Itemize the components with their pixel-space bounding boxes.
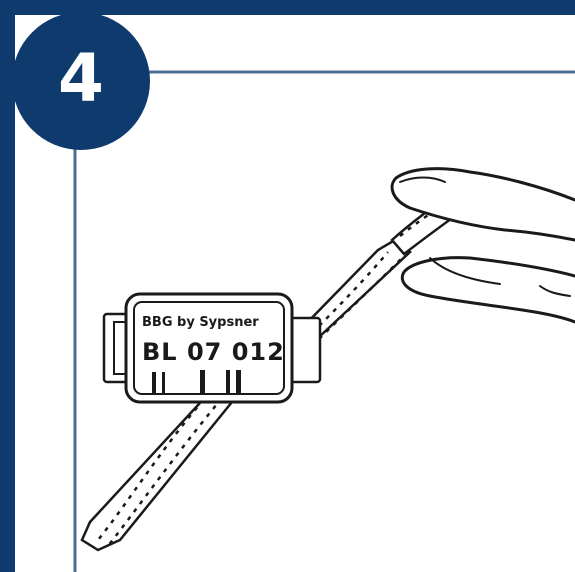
tag-brand-text: BBG by Sypsner — [142, 315, 259, 330]
tag-code-text: BL 07 012 — [142, 338, 285, 366]
step-number-badge: 4 — [12, 12, 150, 150]
step-number: 4 — [58, 46, 104, 112]
hand-icon — [392, 169, 575, 322]
strap-lower — [82, 392, 232, 550]
